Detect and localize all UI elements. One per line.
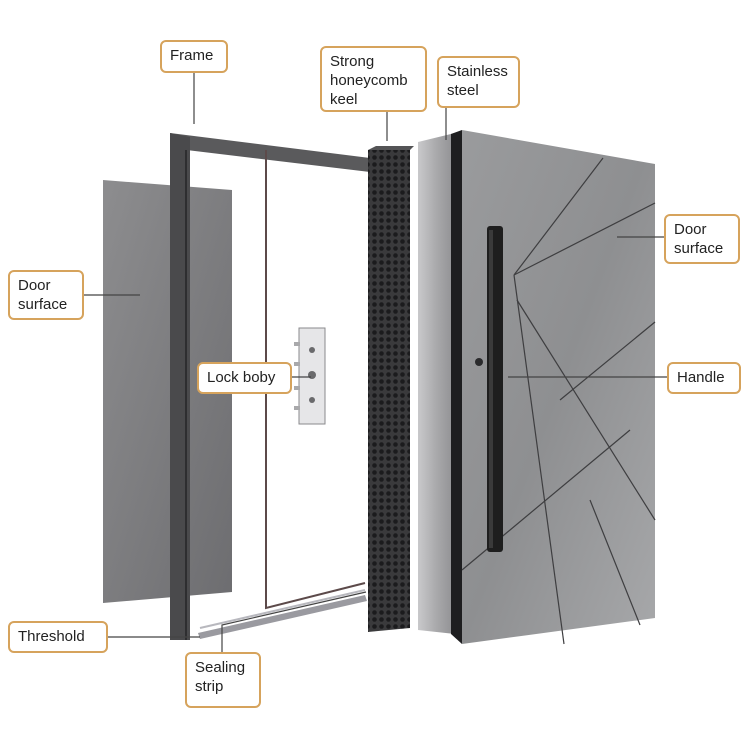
front-door-surface — [462, 130, 655, 644]
door-decorative-lines — [461, 157, 656, 645]
label-door-surface-right: Door surface — [664, 214, 740, 264]
leader-lines — [84, 73, 667, 652]
label-handle: Handle — [667, 362, 741, 394]
label-frame: Frame — [160, 40, 228, 73]
sealing-strip-line — [199, 589, 366, 629]
label-lock-body: Lock boby — [197, 362, 292, 394]
stainless-steel-layer — [418, 133, 455, 634]
label-sealing-strip: Sealing strip — [185, 652, 261, 708]
label-door-surface-left: Door surface — [8, 270, 84, 320]
threshold-bar — [198, 595, 367, 639]
label-honeycomb-keel: Strong honeycomb keel — [320, 46, 427, 112]
frame-top — [170, 133, 370, 172]
label-threshold: Threshold — [8, 621, 108, 653]
label-stainless-steel: Stainless steel — [437, 56, 520, 108]
honeycomb-keel — [368, 150, 410, 632]
inner-jamb — [265, 150, 366, 610]
left-door-surface-panel — [103, 180, 232, 603]
lock-body — [294, 327, 326, 425]
front-door-edge — [451, 130, 462, 644]
keyhole-icon — [475, 358, 483, 366]
